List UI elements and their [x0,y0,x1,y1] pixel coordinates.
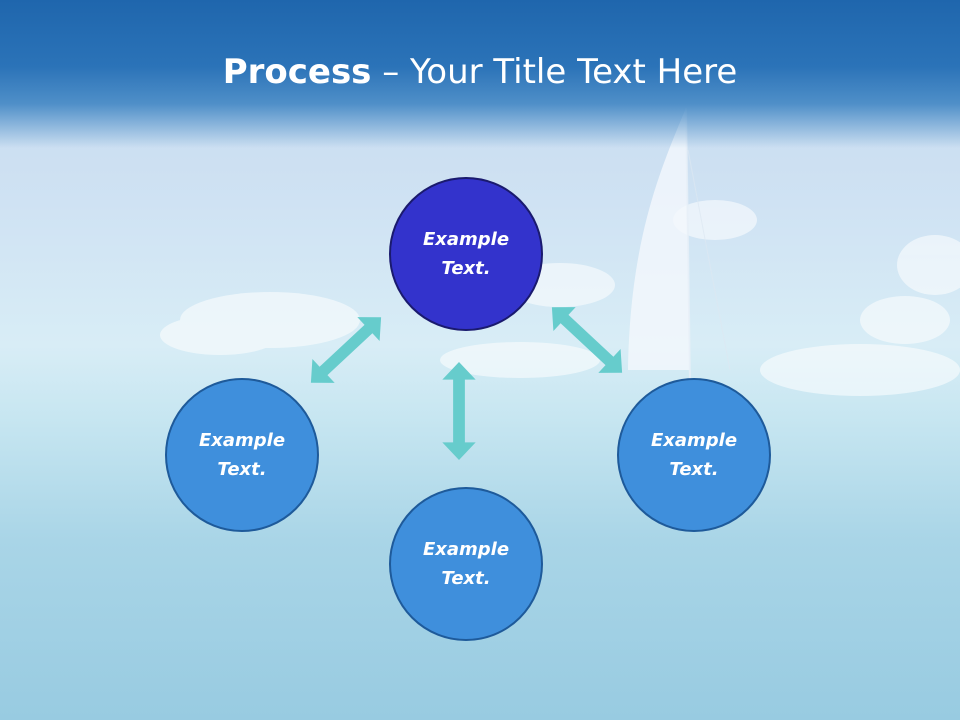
node-top: Example Text. [389,177,543,331]
arrow-top-left [299,305,393,395]
node-top-label: Example Text. [422,229,510,279]
node-left: Example Text. [165,378,319,532]
slide-title: Process – Your Title Text Here [0,52,960,92]
node-right-label: Example Text. [650,430,738,480]
node-right: Example Text. [617,378,771,532]
title-bold: Process [222,52,372,92]
node-bottom-label: Example Text. [422,539,510,589]
sailboat-sail [628,108,690,370]
title-rest: – Your Title Text Here [371,52,738,92]
node-left-label: Example Text. [198,430,286,480]
arrow-center-vertical [442,362,476,460]
title-bar [0,0,960,148]
node-bottom: Example Text. [389,487,543,641]
arrow-top-right [540,295,634,385]
